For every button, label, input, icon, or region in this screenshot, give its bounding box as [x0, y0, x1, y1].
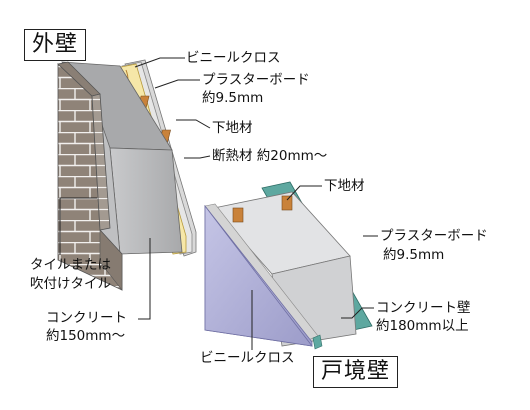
exterior-concrete-side [109, 147, 183, 255]
partition-wall-drawing [204, 181, 373, 350]
label-partition-plaster-board: プラスターボード [380, 228, 488, 244]
label-insulation: 断熱材 約20mm～ [212, 148, 328, 164]
partition-furring-2 [281, 195, 293, 211]
leader-lines [59, 57, 378, 350]
label-exterior-plaster-board-thickness: 約9.5mm [202, 90, 264, 106]
label-exterior-plaster-board: プラスターボード [202, 72, 310, 88]
title-partition-wall: 戸境壁 [313, 356, 399, 388]
label-partition-concrete: コンクリート壁 [376, 300, 471, 316]
exterior-wall-drawing [57, 59, 197, 291]
title-exterior-wall: 外壁 [24, 29, 87, 61]
label-exterior-concrete: コンクリート [46, 310, 127, 326]
label-exterior-furring: 下地材 [212, 120, 253, 136]
partition-furring-1 [232, 207, 244, 223]
brick-wall-edge [91, 93, 111, 231]
label-partition-concrete-thickness: 約180mm以上 [376, 318, 469, 334]
label-partition-furring: 下地材 [324, 178, 365, 194]
label-exterior-vinyl-cloth: ビニールクロス [186, 50, 281, 66]
label-partition-vinyl-cloth: ビニールクロス [200, 350, 295, 366]
label-exterior-concrete-thickness: 約150mm～ [46, 328, 126, 344]
label-tile-line2: 吹付けタイル [30, 276, 111, 292]
label-partition-plaster-board-thickness: 約9.5mm [383, 247, 445, 263]
label-tile-line1: タイルまたは [30, 257, 111, 273]
